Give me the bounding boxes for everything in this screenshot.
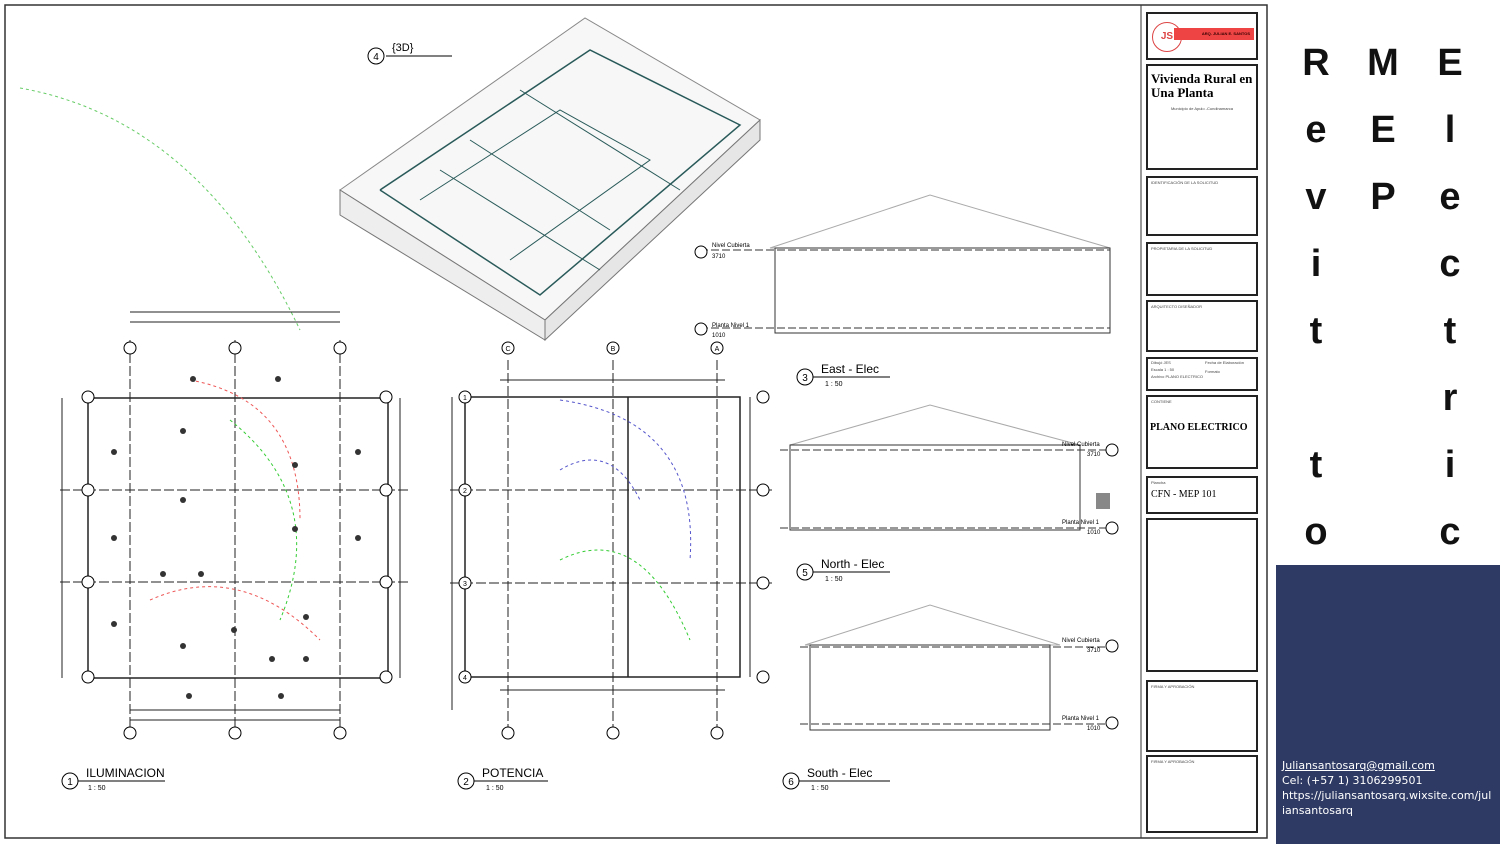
svg-text:3710: 3710	[1087, 648, 1101, 654]
svg-text:3710: 3710	[1087, 452, 1101, 458]
svg-text:C: C	[505, 346, 510, 353]
view-title-east: 3 East - Elec 1 : 50	[796, 362, 890, 388]
svg-text:1010: 1010	[712, 333, 726, 339]
phone: Cel: (+57 1) 3106299501	[1282, 774, 1423, 787]
svg-text:A: A	[715, 346, 720, 353]
svg-text:Nivel Cubierta: Nivel Cubierta	[712, 243, 750, 249]
svg-text:ILUMINACION: ILUMINACION	[86, 766, 165, 780]
project-title: Vivienda Rural en Una Planta	[1151, 71, 1253, 100]
view-title-iluminacion: 1 ILUMINACION 1 : 50	[61, 766, 165, 792]
svg-text:3: 3	[802, 373, 808, 384]
svg-text:B: B	[611, 346, 616, 353]
svg-text:North - Elec: North - Elec	[821, 557, 884, 571]
grid-bubbles: C B A 1 2 3 4	[81, 341, 770, 740]
titleblock-project: Vivienda Rural en Una Planta Municipio d…	[1146, 64, 1258, 170]
svg-text:2: 2	[463, 488, 467, 495]
3d-view	[339, 17, 761, 342]
sheet-label: Plancha	[1151, 480, 1166, 485]
file-label: Archivo PLANO ELECTRICO	[1151, 374, 1204, 379]
drawing-content: PLANO ELECTRICO	[1150, 422, 1248, 433]
project-location: Municipio de Apulo -Cundinamarca	[1170, 106, 1234, 111]
titleblock-content: CONTIENE PLANO ELECTRICO	[1146, 395, 1258, 469]
svg-text:3710: 3710	[712, 254, 726, 260]
view-title-north: 5 North - Elec 1 : 50	[796, 557, 890, 583]
titleblock-meta: Dibujó JES Fecha de Elaboración Escala 1…	[1146, 357, 1258, 391]
view-number-4: 4	[373, 52, 379, 63]
sign-label-2: FIRMA Y APROBACIÓN	[1151, 759, 1195, 764]
titleblock-logo: JS ARQ. JULIAN E. SANTOS	[1146, 12, 1258, 60]
titleblock-sign-1: FIRMA Y APROBACIÓN	[1146, 680, 1258, 752]
svg-text:1 : 50: 1 : 50	[811, 785, 829, 792]
sign-label-1: FIRMA Y APROBACIÓN	[1151, 684, 1195, 689]
plan-iluminacion	[60, 311, 410, 735]
plan-potencia	[450, 360, 775, 735]
section-identification: IDENTIFICACIÓN DE LA SOLICITUD	[1151, 180, 1219, 185]
drawn-by: Dibujó JES	[1151, 360, 1171, 365]
elevations	[700, 194, 1111, 731]
svg-text:6: 6	[788, 777, 794, 788]
titleblock-sheet: Plancha CFN - MEP 101	[1146, 476, 1258, 514]
level-labels: Nivel Cubierta 3710 Planta Nivel 1 1010 Ni…	[694, 243, 1119, 732]
view-title-south: 6 South - Elec 1 : 50	[782, 766, 890, 792]
svg-text:Planta Nivel 1: Planta Nivel 1	[1062, 520, 1100, 526]
svg-text:Planta Nivel 1: Planta Nivel 1	[1062, 716, 1100, 722]
titleblock-architect: ARQUITECTO DISEÑADOR	[1146, 300, 1258, 352]
svg-text:Nivel Cubierta: Nivel Cubierta	[1062, 442, 1100, 448]
svg-text:1010: 1010	[1087, 726, 1101, 732]
svg-text:1 : 50: 1 : 50	[825, 381, 843, 388]
email-link[interactable]: Juliansantosarq@gmail.com	[1282, 759, 1435, 772]
content-label: CONTIENE	[1151, 399, 1172, 404]
titleblock-sign-2: FIRMA Y APROBACIÓN	[1146, 755, 1258, 833]
firm-name: ARQ. JULIAN E. SANTOS	[1174, 28, 1254, 40]
titleblock-identification: IDENTIFICACIÓN DE LA SOLICITUD	[1146, 176, 1258, 236]
section-owner: PROPIETARIA DE LA SOLICITUD	[1151, 246, 1213, 251]
svg-text:1: 1	[463, 395, 467, 402]
view-title-3d: {3D}	[392, 42, 414, 54]
svg-text:3: 3	[463, 581, 467, 588]
svg-text:1010: 1010	[1087, 530, 1101, 536]
svg-text:Planta Nivel 1: Planta Nivel 1	[712, 323, 750, 329]
svg-text:POTENCIA: POTENCIA	[482, 766, 543, 780]
scale-label: Escala 1 : 50	[1151, 367, 1175, 372]
date-label: Fecha de Elaboración	[1205, 360, 1244, 365]
format-label: Formato	[1205, 369, 1220, 374]
svg-text:1 : 50: 1 : 50	[486, 785, 504, 792]
svg-text:1 : 50: 1 : 50	[825, 576, 843, 583]
website-link[interactable]: https://juliansantosarq.wixsite.com/juli…	[1282, 789, 1492, 817]
titleblock-owner: PROPIETARIA DE LA SOLICITUD	[1146, 242, 1258, 296]
titleblock-blank	[1146, 518, 1258, 672]
svg-text:5: 5	[802, 568, 808, 579]
svg-text:2: 2	[463, 777, 469, 788]
view-title-potencia: 2 POTENCIA 1 : 50	[457, 766, 548, 792]
svg-text:East - Elec: East - Elec	[821, 362, 879, 376]
contact-panel: Juliansantosarq@gmail.com Cel: (+57 1) 3…	[1276, 565, 1500, 844]
svg-text:South - Elec: South - Elec	[807, 766, 872, 780]
svg-text:1: 1	[67, 777, 73, 788]
drawing-sheet: 4 {3D} C B A 1 2 3 4	[4, 4, 1268, 839]
section-architect: ARQUITECTO DISEÑADOR	[1151, 304, 1203, 309]
svg-text:1 : 50: 1 : 50	[88, 785, 106, 792]
sheet-number: CFN - MEP 101	[1151, 489, 1217, 500]
svg-text:Nivel Cubierta: Nivel Cubierta	[1062, 638, 1100, 644]
svg-text:4: 4	[463, 675, 467, 682]
